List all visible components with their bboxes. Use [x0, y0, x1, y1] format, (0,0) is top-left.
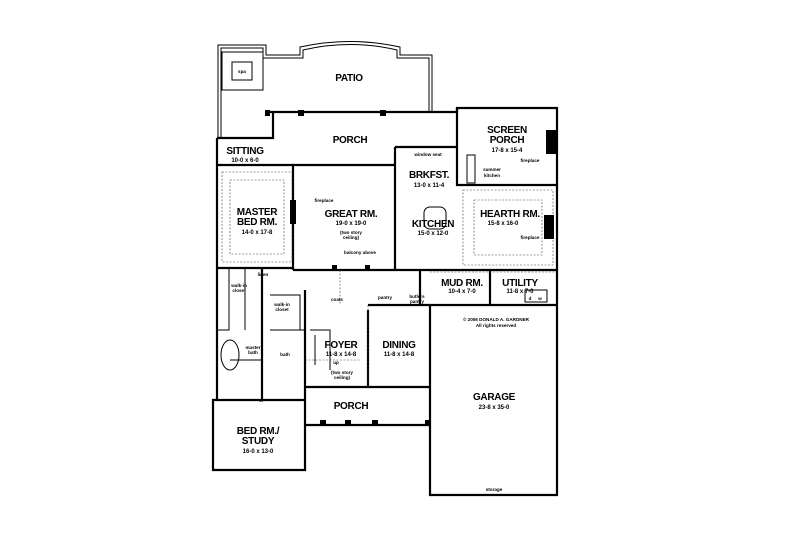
utility-size: 11-8 x 7-0 [506, 289, 534, 295]
foyer-note-2: ceiling) [334, 375, 351, 380]
utility-label: UTILITY [502, 278, 538, 289]
great-rm-fireplace: fireplace [315, 198, 334, 203]
hearth-rm-size: 15-8 x 16-0 [488, 221, 519, 227]
great-rm-note: (two story [340, 230, 362, 235]
copyright-text-2: All rights reserved [476, 323, 517, 328]
sitting-label: SITTING [226, 146, 264, 157]
screen-porch-fireplace: fireplace [521, 158, 540, 163]
window-seat-label: window seat [413, 152, 442, 157]
kitchen-island [423, 206, 447, 230]
garage-label: GARAGE [473, 392, 516, 403]
summer-kitchen-label: summer [483, 167, 501, 172]
dining-size: 11-8 x 14-8 [384, 352, 415, 358]
hearth-rm-fireplace: fireplace [521, 235, 540, 240]
master-bed-label-2: BED RM. [237, 217, 278, 228]
washer-label: w [537, 296, 542, 301]
dryer-label: d [529, 296, 532, 301]
great-rm-label: GREAT RM. [325, 209, 378, 220]
bathtub [220, 339, 240, 371]
linen-label: linen [258, 272, 269, 277]
butlers-pantry-label: butlers [409, 294, 425, 299]
great-rm-size: 19-0 x 19-0 [336, 221, 367, 227]
closet-label: cl [259, 398, 263, 403]
patio-label: PATIO [335, 73, 363, 84]
master-bed-label: MASTER [237, 207, 279, 218]
hearth-rm-label: HEARTH RM. [480, 209, 540, 220]
butlers-pantry-label-2: pantry [410, 299, 424, 304]
storage-label: storage [486, 487, 503, 492]
sitting-size: 10-0 x 6-0 [231, 158, 259, 164]
copyright-text: © 2006 DONALD A. GARDNER [463, 316, 530, 322]
foyer-size: 11-8 x 14-8 [326, 352, 357, 358]
bed-study-label-2: STUDY [242, 436, 275, 447]
washer-dryer [524, 289, 548, 303]
spa-deck [221, 51, 264, 91]
bed-study-size: 16-0 x 13-0 [243, 449, 274, 455]
summer-kitchen-label-2: kitchen [484, 173, 500, 178]
walkin-closet-1-label-2: closet [232, 288, 246, 293]
balcony-label: balcony above [344, 250, 376, 255]
patio-outline [217, 41, 433, 138]
master-bath-label: master [245, 345, 260, 350]
screen-porch-label-2: PORCH [490, 135, 525, 146]
stairs-up-label: up [333, 360, 339, 365]
garage-size: 23-8 x 35-0 [479, 405, 510, 411]
screen-porch-label: SCREEN [487, 125, 527, 136]
dining-label: DINING [382, 340, 416, 351]
coats-label: coats [331, 297, 343, 302]
pantry-label: pantry [378, 295, 392, 300]
stairs [310, 329, 331, 370]
bed-study-label: BED RM./ [237, 426, 280, 437]
brkfst-label: BRKFST. [409, 170, 450, 181]
spa [231, 61, 253, 81]
walkin-closet-2-label-2: closet [275, 307, 289, 312]
mud-rm-size: 10-4 x 7-0 [448, 289, 476, 295]
bath-label: bath [280, 352, 290, 357]
master-bed-size: 14-0 x 17-8 [242, 230, 273, 236]
rear-porch-label: PORCH [333, 135, 368, 146]
master-bath-label-2: bath [248, 350, 258, 355]
walkin-closet-2-label: walk-in [273, 302, 290, 307]
kitchen-label: KITCHEN [412, 219, 454, 230]
screen-porch-size: 17-8 x 15-4 [492, 148, 523, 154]
foyer-label: FOYER [325, 340, 359, 351]
front-porch-label: PORCH [334, 401, 369, 412]
kitchen-size: 15-0 x 12-0 [418, 231, 449, 237]
foyer-note: (two story [331, 370, 353, 375]
spa-label: spa [238, 69, 246, 74]
summer-kitchen-counter [466, 154, 476, 184]
mud-rm-label: MUD RM. [441, 278, 483, 289]
great-rm-note-2: ceiling) [343, 235, 360, 240]
columns [265, 110, 556, 426]
brkfst-size: 13-0 x 11-4 [414, 183, 445, 189]
walkin-closet-1-label: walk-in [230, 283, 247, 288]
